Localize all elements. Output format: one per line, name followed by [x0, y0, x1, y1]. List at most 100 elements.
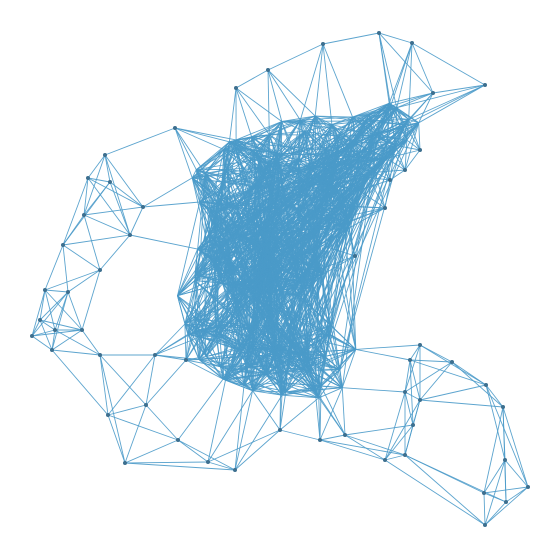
- graph-edge: [200, 181, 223, 252]
- graph-node: [50, 348, 54, 352]
- graph-edge: [234, 385, 245, 471]
- graph-edge: [104, 154, 131, 236]
- graph-edge: [304, 115, 316, 132]
- graph-node: [206, 460, 210, 464]
- graph-edge: [268, 243, 293, 346]
- graph-node: [30, 334, 34, 338]
- graph-edge: [194, 265, 230, 281]
- graph-edge: [404, 391, 414, 426]
- graph-edge: [124, 439, 179, 464]
- graph-edge: [219, 159, 299, 263]
- graph-edge: [109, 181, 144, 208]
- edge-layer: [31, 32, 529, 526]
- graph-edge: [341, 349, 357, 388]
- graph-edge: [243, 382, 281, 387]
- graph-edge: [451, 361, 504, 408]
- graph-edge: [304, 131, 312, 169]
- graph-edge: [177, 378, 224, 441]
- graph-node: [403, 168, 407, 172]
- graph-edge: [312, 221, 348, 230]
- graph-edge: [262, 173, 343, 388]
- graph-edge: [215, 327, 249, 337]
- graph-edge: [384, 454, 406, 461]
- graph-edge: [258, 249, 271, 280]
- graph-edge: [296, 228, 314, 258]
- graph-edge: [367, 122, 420, 178]
- graph-node: [153, 353, 157, 357]
- graph-node: [184, 358, 188, 362]
- graph-node: [450, 360, 454, 364]
- graph-edge: [384, 179, 391, 209]
- graph-edge: [216, 202, 300, 296]
- graph-edge: [328, 120, 366, 185]
- graph-edge: [412, 399, 421, 426]
- graph-edge: [258, 156, 267, 375]
- graph-node: [410, 41, 414, 45]
- graph-edge: [221, 102, 390, 284]
- graph-edge: [320, 244, 356, 257]
- graph-edge: [267, 69, 270, 135]
- graph-edge: [384, 399, 421, 461]
- graph-node: [173, 126, 177, 130]
- graph-edge: [406, 139, 421, 151]
- graph-edge: [194, 280, 223, 284]
- graph-edge: [217, 202, 346, 207]
- graph-edge: [312, 215, 348, 230]
- graph-edge: [177, 282, 223, 297]
- graph-edge: [275, 152, 303, 182]
- graph-edge: [319, 439, 386, 461]
- graph-edge: [44, 289, 69, 293]
- graph-edge: [267, 69, 283, 122]
- graph-edge: [267, 69, 316, 117]
- graph-node: [403, 390, 407, 394]
- graph-edge: [87, 177, 131, 236]
- graph-node: [66, 290, 70, 294]
- graph-edge: [207, 380, 226, 463]
- graph-edge: [404, 359, 411, 393]
- graph-edge: [409, 344, 421, 361]
- graph-edge: [228, 141, 264, 232]
- graph-edge: [217, 325, 245, 346]
- graph-edge: [99, 234, 131, 271]
- graph-edge: [154, 354, 200, 360]
- graph-node: [418, 398, 422, 402]
- graph-edge: [411, 42, 486, 86]
- graph-edge: [341, 387, 346, 436]
- graph-node: [388, 178, 392, 182]
- graph-edge: [191, 169, 197, 179]
- graph-edge: [319, 386, 322, 441]
- graph-edge: [235, 87, 253, 137]
- graph-edge: [67, 291, 83, 331]
- graph-edge: [185, 359, 224, 380]
- graph-edge: [404, 140, 408, 171]
- graph-edge: [350, 205, 386, 209]
- graph-node: [483, 83, 487, 87]
- graph-edge: [269, 249, 305, 370]
- graph-edge: [328, 333, 343, 388]
- graph-edge: [259, 152, 277, 157]
- graph-edge: [174, 127, 206, 174]
- graph-edge: [177, 201, 201, 296]
- graph-edge: [177, 439, 236, 471]
- graph-edge: [221, 184, 328, 284]
- graph-edge: [239, 279, 259, 286]
- graph-edge: [199, 102, 390, 203]
- graph-edge: [386, 122, 419, 144]
- graph-edge: [107, 404, 147, 416]
- graph-edge: [226, 216, 336, 228]
- graph-node: [233, 468, 237, 472]
- graph-edge: [297, 120, 301, 211]
- graph-edge: [256, 243, 269, 271]
- graph-edge: [124, 462, 236, 471]
- graph-edge: [384, 391, 406, 461]
- graph-edge: [268, 243, 283, 270]
- graph-edge: [291, 172, 376, 346]
- graph-edge: [331, 114, 370, 125]
- graph-edge: [404, 454, 486, 526]
- graph-edge: [174, 127, 225, 150]
- graph-edge: [194, 246, 221, 281]
- graph-edge: [252, 390, 281, 431]
- graph-edge: [194, 141, 230, 319]
- graph-node: [82, 213, 86, 217]
- graph-edge: [253, 121, 283, 151]
